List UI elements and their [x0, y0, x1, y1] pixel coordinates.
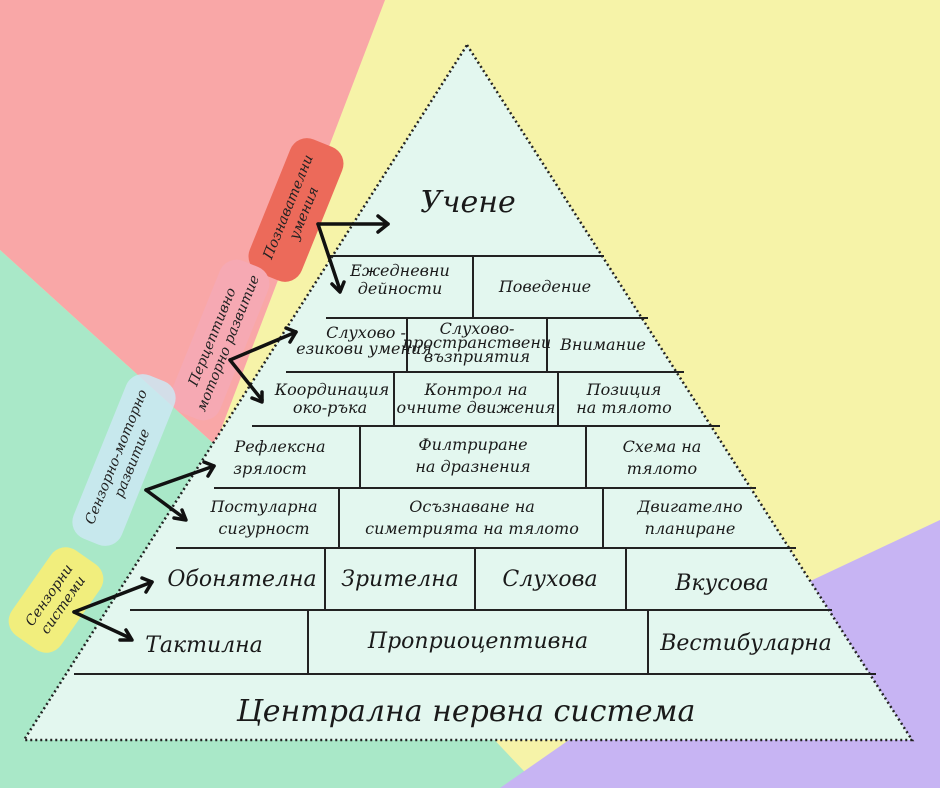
pyramid-outline: [21, 42, 915, 742]
cell-auditory-language: Слухово -езикови умения: [296, 323, 432, 358]
cell-auditory: Слухова: [502, 567, 597, 592]
tag-perceptual-bg: [170, 259, 270, 421]
base-label: Централна нервна система: [236, 694, 696, 729]
cell-proprioceptive: Проприоцептивна: [367, 629, 588, 654]
tag-cognitive-bg: [248, 138, 344, 282]
tag-sensory-bg: [8, 547, 104, 653]
brick-lines: [74, 255, 876, 675]
cell-tactile: Тактилна: [145, 633, 263, 658]
cell-behavior: Поведение: [498, 277, 591, 296]
arrow-fork-icon: [72, 214, 390, 642]
cell-visual: Зрителна: [341, 567, 458, 592]
row-6: Обонятелна Зрителна Слухова Вкусова: [167, 567, 768, 596]
cell-vestibular: Вестибуларна: [659, 631, 832, 656]
tag-sensorimotor-bg: [72, 374, 176, 546]
row-2: Слухово -езикови умения Слухово-простран…: [296, 319, 646, 366]
cell-attention: Внимание: [559, 335, 646, 354]
row-7: Тактилна Проприоцептивна Вестибуларна: [145, 629, 832, 658]
bg-pink: [0, 0, 385, 445]
tag-sensory: Сензорнисистеми: [8, 547, 104, 653]
cell-gustatory: Вкусова: [674, 571, 769, 596]
cell-olfactory: Обонятелна: [167, 567, 316, 592]
apex-label: Учене: [420, 185, 516, 220]
